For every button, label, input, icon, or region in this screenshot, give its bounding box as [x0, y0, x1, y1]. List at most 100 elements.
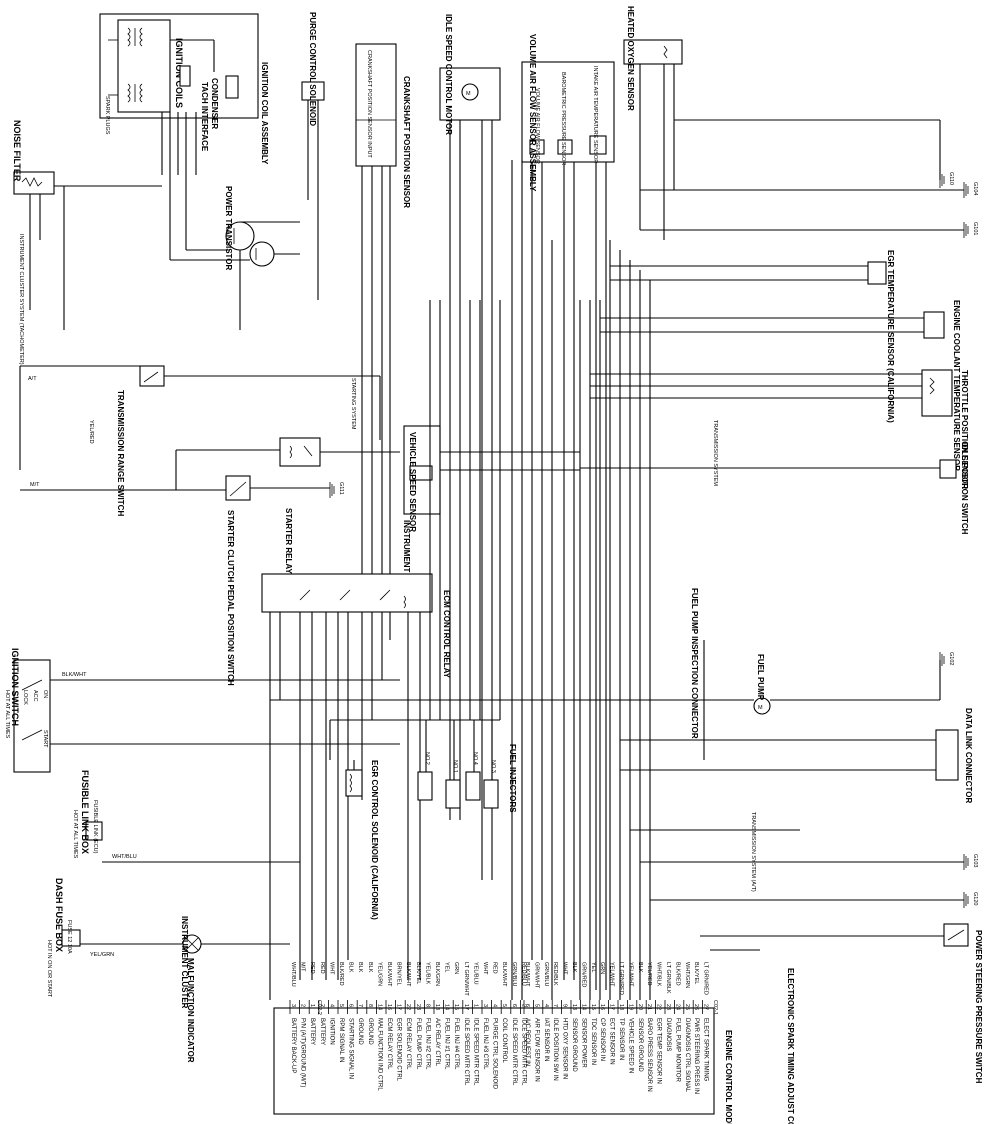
injector-no2 — [417, 771, 433, 801]
ground-symbol: G102 — [939, 652, 954, 668]
ho2s-heater — [663, 45, 668, 59]
ecm-left-pin-number: 17 — [463, 1004, 469, 1010]
ecm-right-pin-label: SENSOR GROUND — [571, 1018, 577, 1072]
ecm-left-pin-label: COIL CONTROL — [501, 1018, 507, 1063]
crankshaft-sensor-box — [355, 43, 397, 167]
ecm-left-pin-label: A/C RELAY CTRL — [434, 1018, 440, 1067]
vaf-sensor-label: VOLUME AIR FLOW SENSOR — [534, 88, 540, 164]
transmission-system-at-label: TRANSMISSION SYSTEM (A/T) — [750, 812, 756, 892]
hot-at-all-times-label-2: HOT AT ALL TIMES — [72, 810, 78, 859]
ecm-left-pin-wire-color: BLK/YEL — [415, 962, 421, 984]
tps-box — [921, 369, 953, 417]
ecm-right-pin-number: 15 — [590, 1004, 596, 1010]
fusible-link-symbol — [85, 821, 103, 841]
ecm-relay-contacts — [299, 589, 391, 601]
ground-label: G120 — [972, 892, 978, 905]
ecm-right-pin-label: VEHICLE SPEED IN — [627, 1018, 633, 1073]
ecm-right-pin-wire-color: YEL/WHT — [609, 962, 615, 987]
tach-resistor — [179, 65, 191, 87]
injector-no4 — [465, 771, 481, 801]
tach-interface-label: TACH INTERFACE — [200, 82, 209, 152]
coil-symbol — [127, 27, 143, 103]
starter-relay-coil — [289, 445, 313, 459]
ground-symbol: G103 — [963, 854, 978, 870]
hot-in-on-or-start-label: HOT IN ON OR START — [46, 940, 52, 998]
ecm-right-pin-number: 7 — [552, 1004, 558, 1007]
ecm-right-pin-number: 6 — [524, 1004, 530, 1007]
ecm-left-pin-label: BATTERY — [309, 1018, 315, 1045]
injector-no3-label: NO.3 — [490, 760, 496, 773]
ecm-right-pin-number: 4 — [543, 1004, 549, 1007]
iat-sensor-label: INTAKE AIR TEMPERATURE SENSOR — [592, 66, 598, 163]
ground-label: G111 — [338, 482, 344, 495]
ecm-right-pin-number: 27 — [703, 1004, 709, 1010]
injector-no3 — [483, 779, 499, 809]
ecm-left-pin-number: 14 — [376, 1004, 382, 1010]
ecm-left-pin-number: 23 — [415, 1004, 421, 1010]
ecm-right-pin-wire-color: WHT/GRN — [684, 962, 690, 988]
ecm-right-pin-wire-color: YEL/RED — [646, 962, 652, 986]
ecm-right-pin-wire-color: RED/BLK — [552, 962, 558, 986]
ignition-coils-box — [117, 19, 171, 113]
ecm-left-pin-wire-color: YEL/GRN — [376, 962, 382, 986]
egr-control-solenoid-label: EGR CONTROL SOLENOID (CALIFORNIA) — [370, 760, 379, 920]
ecm-left-pin-wire-color: WHT/BLU — [290, 962, 296, 987]
ecm-left-pin-wire-color: GRN/BLU — [511, 962, 517, 986]
ground-label: G101 — [972, 222, 978, 235]
ecm-right-pin-number: 21 — [646, 1004, 652, 1010]
ignition-switch-box — [13, 659, 51, 773]
ecm-left-pin-label: FUEL INJ #2 CTRL — [424, 1018, 430, 1070]
ecm-right-pin-number: 23 — [665, 1004, 671, 1010]
throttle-position-sensor-label: THROTTLE POSITION SENSOR — [960, 370, 969, 489]
starter-relay-label: STARTER RELAY — [284, 508, 293, 574]
injector-no1-label: NO.1 — [452, 760, 458, 773]
ignition-coils-label: IGNITION COILS — [174, 38, 184, 108]
ecm-right-pin-wire-color: LT GRN/RED — [703, 962, 709, 995]
starter-relay-box — [279, 437, 321, 467]
ecm-left-pin-wire-color: BLK — [348, 962, 354, 973]
ecm-right-pin-label: ECT SENSOR IN — [609, 1018, 615, 1065]
central-wire-bus — [429, 160, 651, 1000]
ecm-left-pin-number: 3 — [482, 1004, 488, 1007]
ecm-right-pin-wire-color: GRN/BLU — [543, 962, 549, 986]
ecm-left-pin-number: 6 — [511, 1004, 517, 1007]
injector-no2-label: NO.2 — [424, 752, 430, 765]
ecm-relay-coil — [403, 595, 406, 609]
ecm-right-pin-number: 20 — [637, 1004, 643, 1010]
ground-label: G104 — [972, 182, 978, 195]
ground-symbol: G120 — [963, 892, 978, 908]
ecm-right-pin-label: TDC SENSOR IN — [590, 1018, 596, 1065]
ecm-left-pin-wire-color: BLK — [367, 962, 373, 973]
ground-symbol: G111 — [329, 482, 344, 498]
ecm-left-pin-label: BATTERY — [319, 1018, 325, 1045]
ignition-switch-label: IGNITION SWITCH — [10, 648, 20, 726]
wht-blu-label-1: WHT/BLU — [112, 854, 137, 860]
ecm-left-pin-label: ECM RELAY CTRL — [405, 1018, 411, 1070]
fuel-pump-motor — [753, 697, 771, 715]
fuel-pump-label: FUEL PUMP — [756, 654, 765, 701]
ecm-right-pin-number: 17 — [609, 1004, 615, 1010]
ecm-right-pin-number: 24 — [674, 1004, 680, 1010]
c02-1-label: C02-1 — [712, 1000, 718, 1015]
data-link-connector-label: DATA LINK CONNECTOR — [964, 708, 973, 803]
baro-sensor-element — [557, 139, 573, 155]
ecm-left-pin-label: MALFUNCTION IND CTRL — [376, 1018, 382, 1091]
engine-control-module-label: ENGINE CONTROL MODULE — [724, 1030, 733, 1124]
tach-system-label: INSTRUMENT CLUSTER SYSTEM (TACHOMETER) — [18, 234, 24, 365]
ecm-left-pin-wire-color: YEL/BLU — [472, 962, 478, 985]
ecm-left-pin-number: 14 — [444, 1004, 450, 1010]
ecm-right-pin-number: 14 — [580, 1004, 586, 1010]
malfunction-indicator-label: MALFUNCTION INDICATOR — [186, 958, 195, 1063]
ecm-left-pin-wire-color: BLK — [357, 962, 363, 973]
yel-red-label-1: YEL/RED — [88, 420, 94, 444]
egr-temperature-sensor-label: EGR TEMPERATURE SENSOR (CALIFORNIA) — [886, 250, 895, 423]
ecm-left-pin-label: ECM RELAY CTRL — [386, 1018, 392, 1070]
ecm-right-pin-wire-color: BLK — [637, 962, 643, 973]
crankshaft-sensor-inner-label: CRANKSHAFT POSITION SENSOR INPUT — [366, 50, 372, 158]
ecm-left-pin-number: 2 — [300, 1004, 306, 1007]
ecm-left-pin-label: FUEL INJ #3 CTRL — [482, 1018, 488, 1070]
